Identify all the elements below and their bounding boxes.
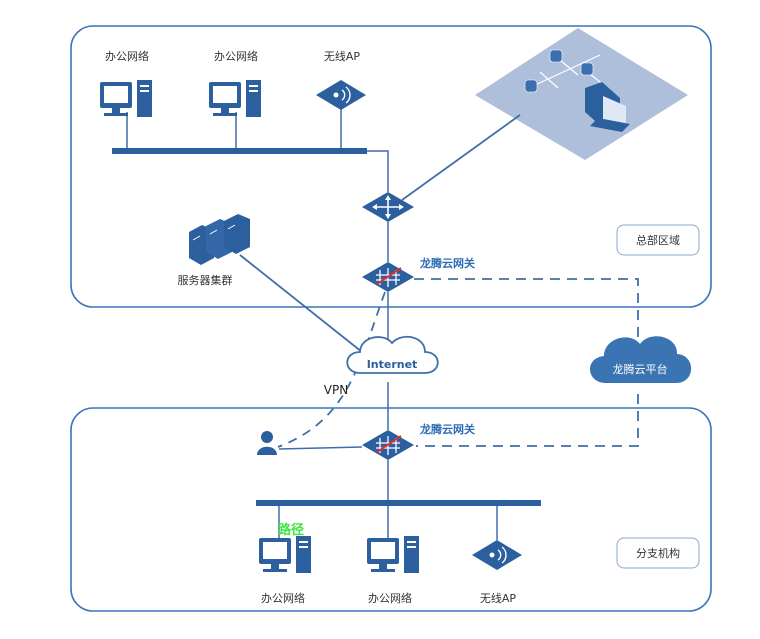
- hq-pc-1-label: 办公网络: [105, 49, 149, 63]
- branch-pc-2-icon: [367, 536, 419, 573]
- internet-label: Internet: [367, 358, 418, 371]
- branch-ap-label: 无线AP: [480, 591, 517, 605]
- branch-lan-bus: [256, 500, 541, 506]
- hq-pc-2-label: 办公网络: [214, 49, 258, 63]
- hq-core-switch-icon: [362, 192, 414, 222]
- path-annotation-label: 路径: [278, 522, 304, 538]
- vpn-label: VPN: [324, 383, 348, 397]
- hq-lan-bus: [112, 148, 367, 154]
- hq-pc-1-icon: [100, 80, 152, 117]
- branch-gateway-label: 龙腾云网关: [419, 422, 475, 436]
- datacenter-icon: [475, 28, 688, 160]
- hq-pc-2-icon: [209, 80, 261, 117]
- branch-area-label: 分支机构: [636, 546, 680, 560]
- branch-wireless-ap-icon: [472, 540, 522, 570]
- branch-pc-1-icon: [259, 536, 311, 573]
- hq-area-label: 总部区域: [636, 233, 680, 247]
- branch-pc-2-label: 办公网络: [368, 591, 412, 605]
- remote-user-icon: [257, 431, 277, 455]
- server-cluster-icon: [189, 214, 250, 265]
- hq-region-box: [70, 25, 712, 308]
- cloud-platform-icon: [589, 336, 692, 383]
- branch-region-box: [70, 407, 712, 612]
- branch-gateway-icon: [362, 430, 414, 460]
- cloud-platform-label: 龙腾云平台: [613, 362, 668, 376]
- branch-area-tag: [616, 537, 700, 569]
- internet-cloud-icon: [346, 335, 439, 374]
- hq-area-tag: [616, 224, 700, 256]
- server-cluster-label: 服务器集群: [178, 273, 233, 287]
- hq-gateway-icon: [362, 262, 414, 292]
- branch-pc-1-label: 办公网络: [261, 591, 305, 605]
- hq-wireless-ap-icon: [316, 80, 366, 110]
- hq-ap-label: 无线AP: [324, 49, 361, 63]
- hq-gateway-label: 龙腾云网关: [419, 256, 475, 270]
